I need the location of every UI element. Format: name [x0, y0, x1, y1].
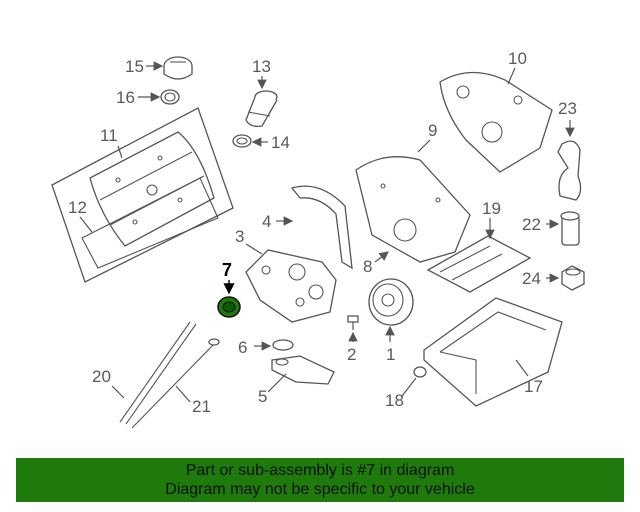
callout-21[interactable]: 21 — [192, 397, 211, 416]
callout-19[interactable]: 19 — [482, 199, 501, 218]
part-18-drain-plug[interactable] — [413, 366, 427, 378]
banner-line-2: Diagram may not be specific to your vehi… — [165, 481, 475, 498]
callout-9[interactable]: 9 — [428, 121, 437, 140]
callout-12[interactable]: 12 — [68, 198, 87, 217]
callout-3[interactable]: 3 — [235, 227, 244, 246]
callout-18[interactable]: 18 — [385, 391, 404, 410]
callout-4[interactable]: 4 — [262, 212, 271, 231]
part-15-oil-filler-cap[interactable] — [163, 56, 193, 80]
part-16-o-ring[interactable] — [160, 89, 180, 105]
part-11-valve-cover[interactable] — [51, 107, 234, 283]
part-20-dipstick-tube[interactable] — [119, 321, 197, 425]
callout-15[interactable]: 15 — [125, 57, 144, 76]
parts-diagram: 15 16 13 14 11 12 4 — [51, 49, 585, 429]
part-7-seal-selected[interactable] — [217, 296, 241, 318]
callout-22[interactable]: 22 — [522, 215, 541, 234]
part-22-oil-filter[interactable] — [560, 211, 580, 246]
part-19-baffle[interactable] — [426, 235, 532, 293]
callout-8[interactable]: 8 — [363, 257, 372, 276]
callout-10[interactable]: 10 — [508, 49, 527, 68]
part-21-dipstick[interactable] — [131, 338, 220, 429]
callout-2[interactable]: 2 — [347, 345, 356, 364]
part-6-o-ring[interactable] — [272, 339, 294, 351]
part-4-gasket[interactable] — [290, 185, 353, 270]
part-5-pump-screen[interactable] — [271, 355, 335, 385]
callout-17[interactable]: 17 — [524, 377, 543, 396]
callout-7-selected[interactable]: 7 — [222, 260, 232, 280]
part-13-oil-fill-tube[interactable] — [245, 90, 278, 128]
callout-14[interactable]: 14 — [271, 133, 290, 152]
callout-16[interactable]: 16 — [116, 88, 135, 107]
callout-1[interactable]: 1 — [386, 345, 395, 364]
part-9-timing-cover[interactable] — [355, 156, 471, 263]
part-23-oil-pickup[interactable] — [557, 140, 582, 201]
part-3-oil-pump[interactable] — [245, 249, 337, 323]
part-1-pulley[interactable] — [368, 278, 414, 326]
callout-13[interactable]: 13 — [252, 57, 271, 76]
part-10-rear-cover[interactable] — [439, 71, 553, 173]
part-14-gasket[interactable] — [232, 134, 252, 148]
callout-20[interactable]: 20 — [92, 367, 111, 386]
callout-6[interactable]: 6 — [238, 338, 247, 357]
callout-24[interactable]: 24 — [522, 269, 541, 288]
part-17-oil-pan[interactable] — [423, 297, 563, 407]
selection-banner: Part or sub-assembly is #7 in diagram Di… — [16, 458, 624, 502]
callout-11[interactable]: 11 — [100, 126, 118, 145]
callout-5[interactable]: 5 — [258, 387, 267, 406]
banner-line-1: Part or sub-assembly is #7 in diagram — [185, 462, 455, 479]
part-2-bolt[interactable] — [347, 315, 359, 330]
callout-23[interactable]: 23 — [558, 99, 577, 118]
part-24-adapter[interactable] — [561, 265, 585, 291]
part-12-valve-cover-gasket[interactable] — [81, 177, 219, 269]
